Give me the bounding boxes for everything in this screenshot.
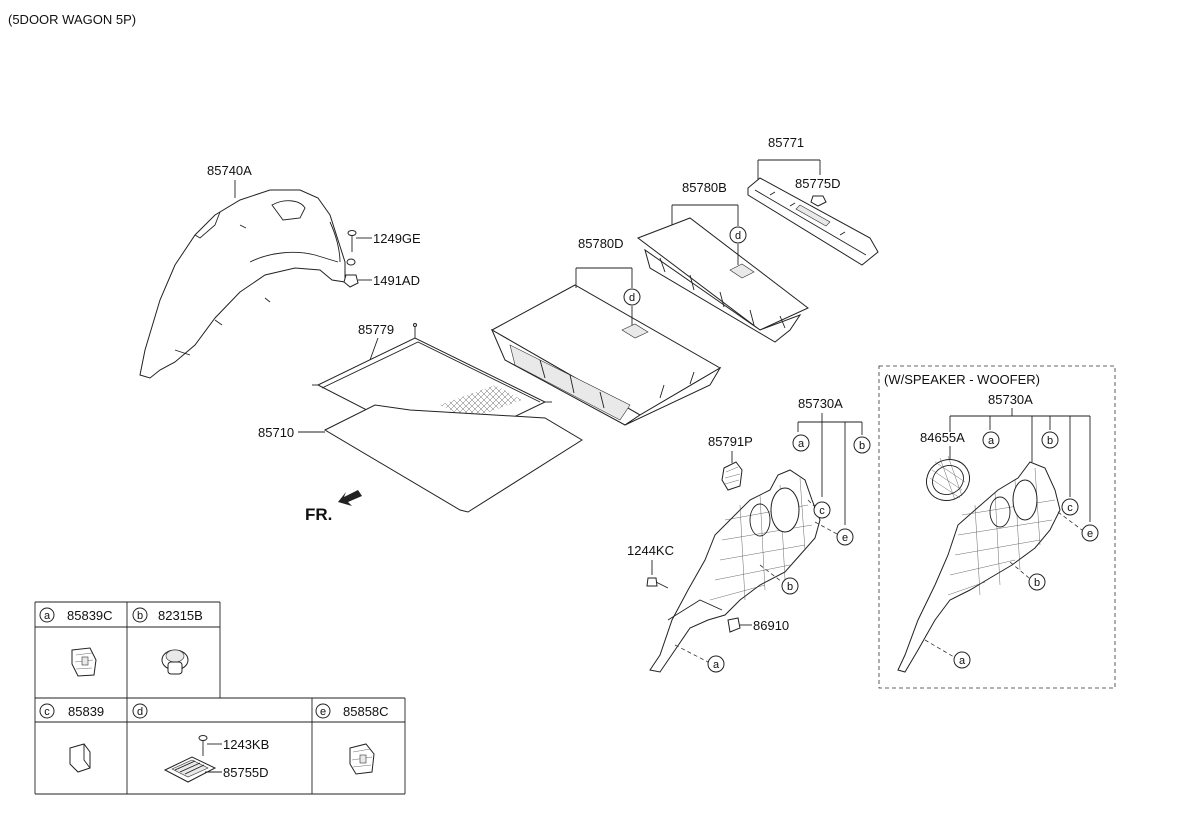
label-85780B: 85780B — [682, 180, 727, 195]
luggage-tray-85780D-drawing — [490, 284, 722, 426]
callout-d-upper — [729, 226, 747, 244]
label-85730A-woofer: 85730A — [988, 392, 1033, 407]
callout-d-upper-letter: d — [735, 230, 741, 242]
scuff-plate-85771-drawing — [747, 177, 879, 266]
legend-d-letter: d — [137, 706, 143, 718]
bracket-85791P-icon — [721, 461, 743, 491]
legend-e-letter: e — [320, 706, 326, 718]
label-84655A: 84655A — [920, 430, 965, 445]
callout-e-woofer — [1081, 524, 1099, 542]
legend-e-circle — [315, 703, 331, 719]
legend-c-circle — [39, 703, 55, 719]
callout-a-mid-bottom — [707, 655, 725, 673]
luggage-tray-85780B-drawing — [636, 217, 809, 343]
clip-86910-icon — [727, 617, 741, 633]
callout-b-mid — [781, 577, 799, 595]
callout-b-woofer-top — [1041, 431, 1059, 449]
callout-a-woofer — [982, 431, 1000, 449]
trim-85730A-woofer-drawing — [897, 461, 1061, 673]
label-85730A: 85730A — [798, 396, 843, 411]
legend-c-part: 85839 — [68, 704, 104, 719]
legend-a-letter: a — [44, 610, 51, 622]
callout-e-mid — [836, 528, 854, 546]
grommet-82315B-icon — [161, 649, 189, 675]
legend-table — [34, 601, 406, 795]
bolt-1249GE-icon — [347, 230, 357, 252]
callout-a-woofer-letter: a — [988, 435, 995, 447]
cap-85755D-icon — [163, 756, 217, 783]
legend-a-part: 85839C — [67, 608, 113, 623]
label-85771: 85771 — [768, 135, 804, 150]
callout-c-mid — [813, 501, 831, 519]
screw-1243KB-icon — [198, 735, 208, 756]
callout-a-woofer-bottom-letter: a — [959, 655, 966, 667]
legend-d-part1: 1243KB — [223, 737, 269, 752]
label-85791P: 85791P — [708, 434, 753, 449]
callout-d-tray — [623, 288, 641, 306]
callout-a-woofer-bottom — [953, 651, 971, 669]
front-arrow-icon — [338, 490, 362, 506]
legend-d-part2: 85755D — [223, 765, 269, 780]
clip-85839-icon — [69, 743, 91, 773]
label-85780D: 85780D — [578, 236, 624, 251]
legend-a-circle — [39, 607, 55, 623]
callout-e-woofer-letter: e — [1087, 528, 1093, 540]
label-1244KC: 1244KC — [627, 543, 674, 558]
callout-d-tray-letter: d — [629, 292, 635, 304]
label-85710: 85710 — [258, 425, 294, 440]
callout-b-woofer — [1028, 573, 1046, 591]
label-85775D: 85775D — [795, 176, 841, 191]
callout-c-woofer — [1061, 498, 1079, 516]
bolt-1244KC-icon — [646, 577, 669, 589]
callout-c-woofer-letter: c — [1067, 502, 1073, 514]
callout-b-mid-letter: b — [787, 581, 793, 593]
legend-c-letter: c — [44, 706, 50, 718]
legend-b-part: 82315B — [158, 608, 203, 623]
legend-b-circle — [132, 607, 148, 623]
callout-b-mid-top-letter: b — [859, 440, 865, 452]
clip-85858C-icon — [349, 743, 375, 775]
callout-b-mid-top — [853, 436, 871, 454]
label-1491AD: 1491AD — [373, 273, 420, 288]
callout-b-woofer-top-letter: b — [1047, 435, 1053, 447]
trim-85730A-drawing — [649, 469, 821, 673]
clip-85839C-icon — [71, 647, 97, 677]
callout-b-woofer-letter: b — [1034, 577, 1040, 589]
callout-a-mid — [792, 434, 810, 452]
callout-c-mid-letter: c — [819, 505, 825, 517]
callout-a-mid-letter: a — [798, 438, 805, 450]
callout-e-mid-letter: e — [842, 532, 848, 544]
label-86910: 86910 — [753, 618, 789, 633]
legend-d-circle — [132, 703, 148, 719]
floor-mat-85710-drawing — [323, 404, 583, 513]
clip-85775D-icon — [810, 195, 827, 207]
clip-1491AD-icon — [343, 258, 359, 288]
legend-b-letter: b — [137, 610, 143, 622]
legend-e-part: 85858C — [343, 704, 389, 719]
label-1249GE: 1249GE — [373, 231, 421, 246]
fr-label: FR. — [305, 505, 332, 524]
woofer-84655A-drawing — [925, 455, 971, 502]
woofer-box-title: (W/SPEAKER - WOOFER) — [884, 372, 1040, 387]
trim-85740A-drawing — [139, 189, 346, 379]
woofer-variant-box — [878, 365, 1116, 689]
label-85740A: 85740A — [207, 163, 252, 178]
label-85779: 85779 — [358, 322, 394, 337]
callout-a-mid-bottom-letter: a — [713, 659, 720, 671]
variant-label: (5DOOR WAGON 5P) — [8, 12, 136, 27]
